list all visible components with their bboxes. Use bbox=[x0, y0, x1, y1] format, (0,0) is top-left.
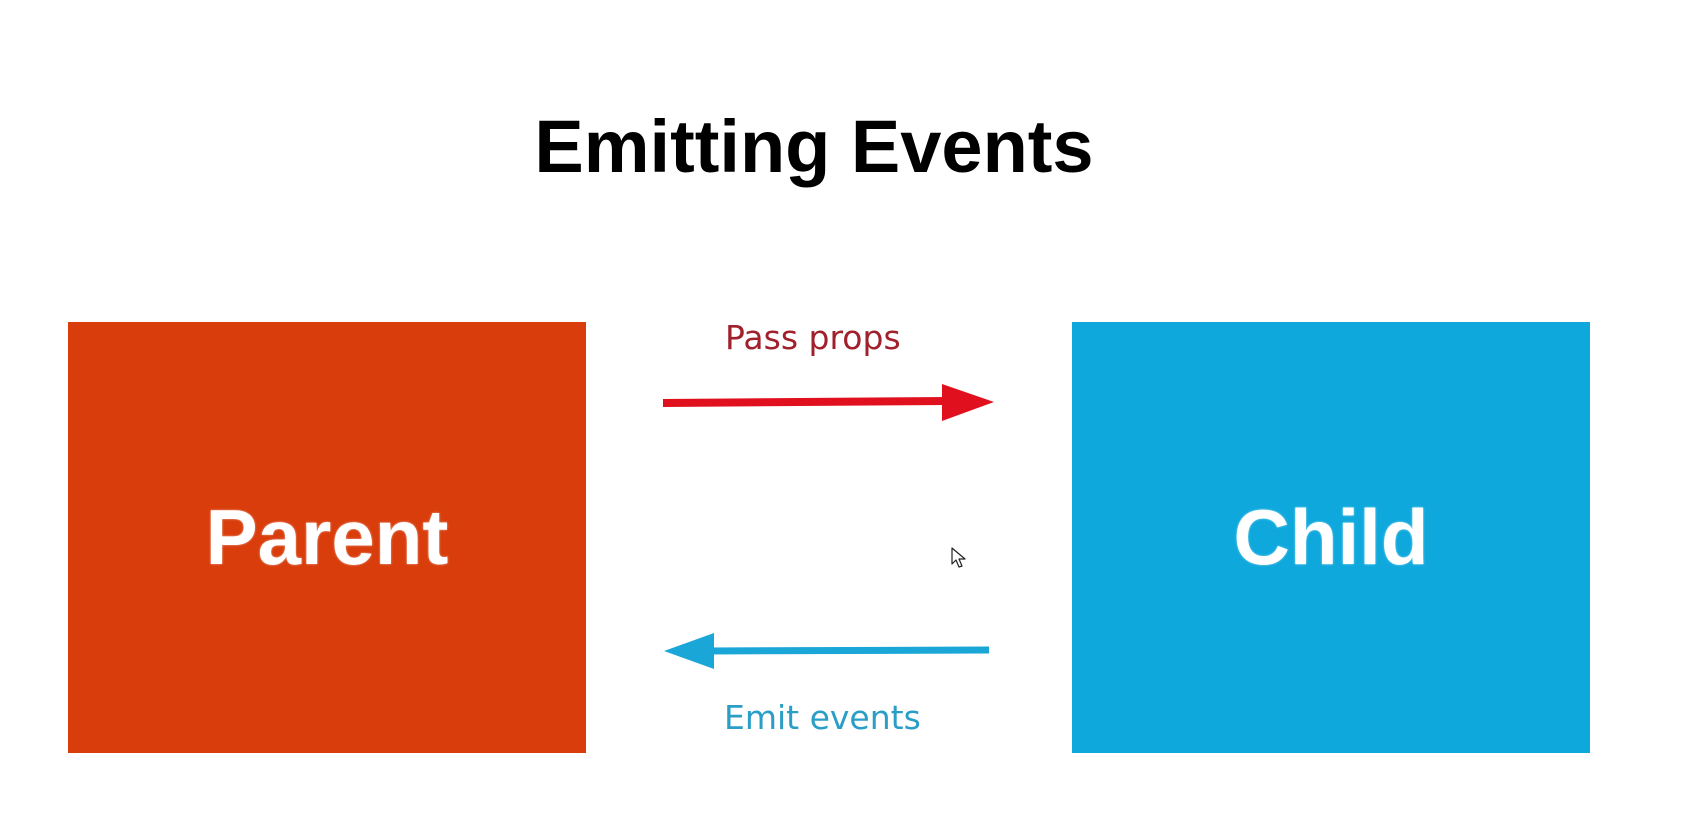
emit-events-arrow-shaft bbox=[704, 646, 990, 655]
mouse-pointer-icon bbox=[951, 547, 966, 568]
emit-events-arrow-head bbox=[664, 633, 714, 669]
emit-events-arrow bbox=[664, 633, 990, 669]
pass-props-label: Pass props bbox=[725, 318, 901, 357]
parent-label: Parent bbox=[205, 493, 449, 581]
child-label: Child bbox=[1233, 493, 1429, 581]
pass-props-arrow bbox=[662, 384, 994, 421]
parent-box: Parent bbox=[68, 322, 586, 753]
child-box: Child bbox=[1072, 322, 1590, 753]
diagram-title: Emitting Events bbox=[534, 105, 1094, 188]
emit-events-label: Emit events bbox=[724, 698, 921, 737]
pass-props-arrow-head bbox=[942, 384, 994, 421]
pass-props-arrow-shaft bbox=[662, 397, 951, 407]
